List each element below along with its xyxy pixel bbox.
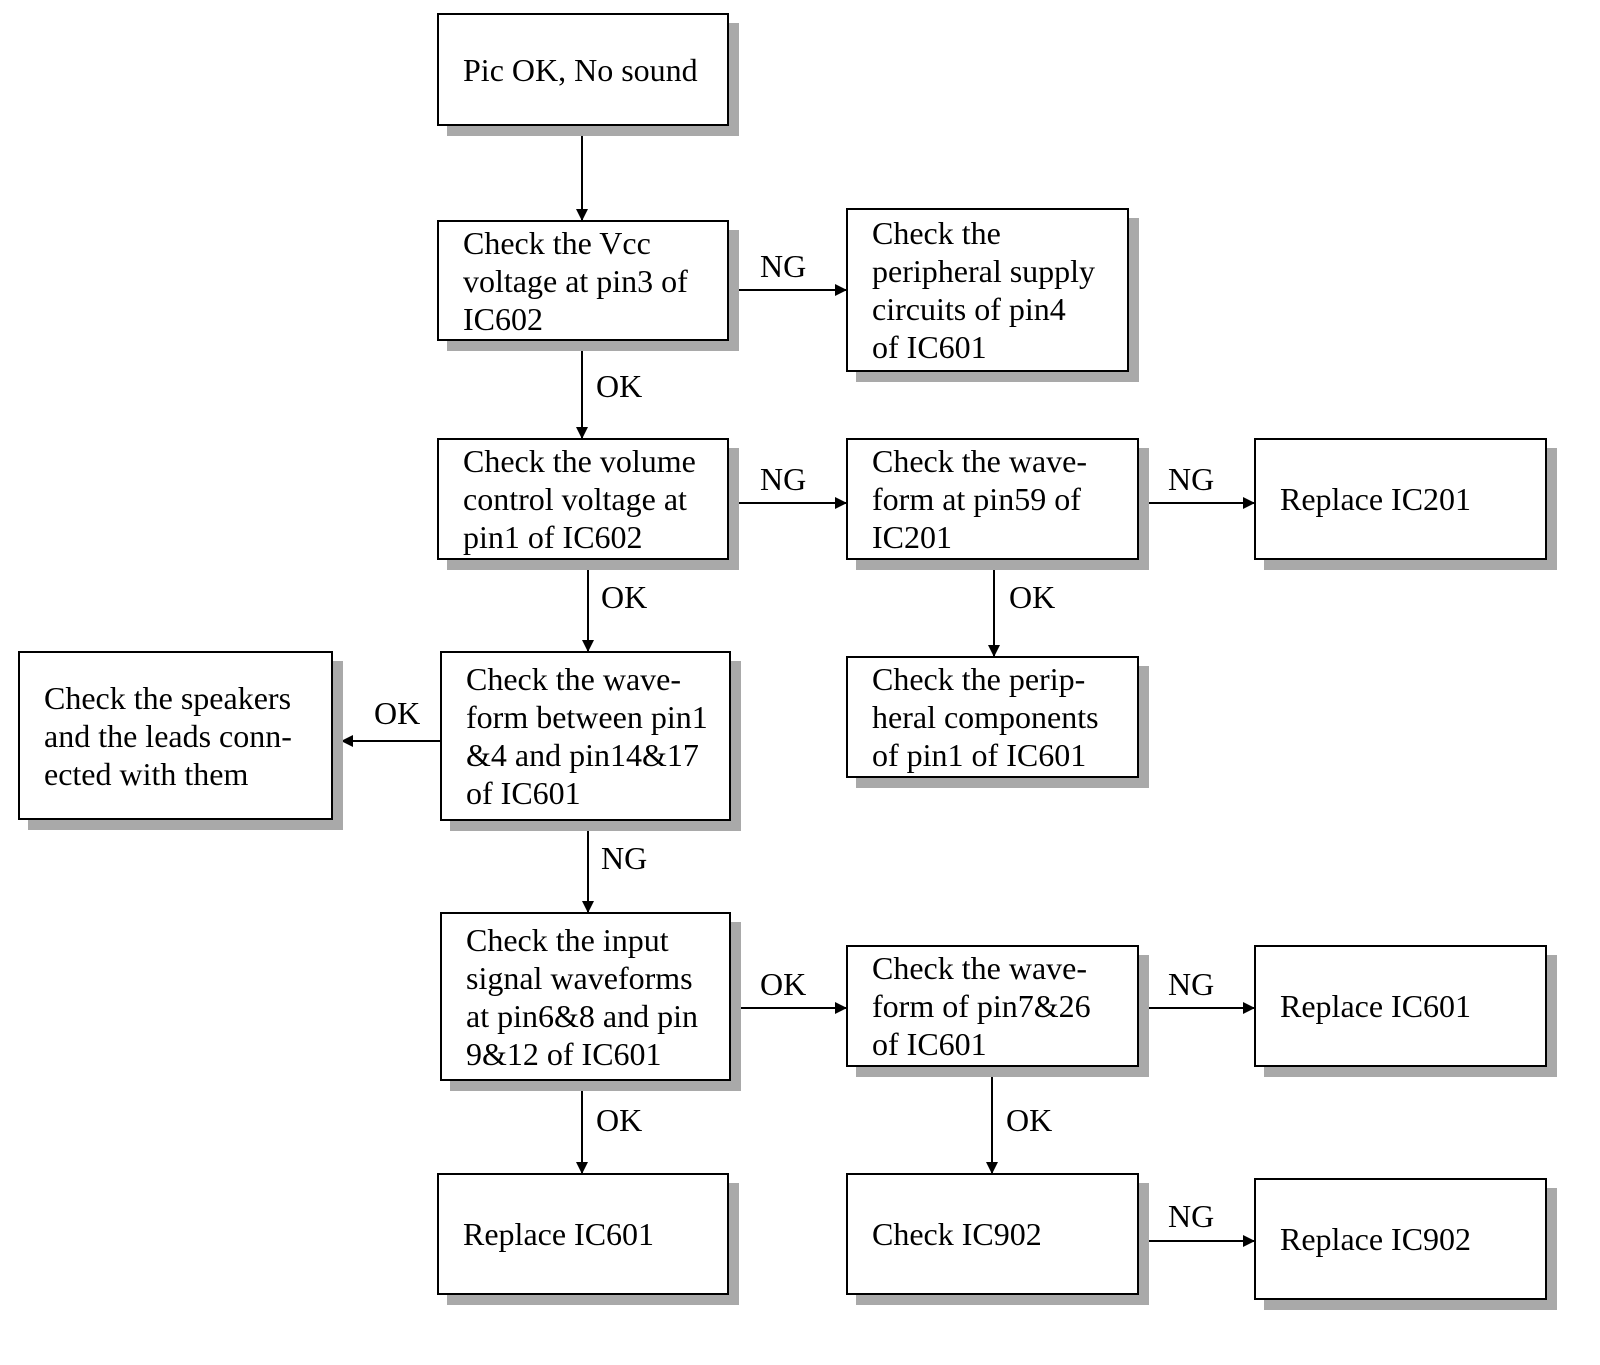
node-check-input: Check the input signal waveforms at pin6… bbox=[440, 912, 731, 1081]
node-check-vcc: Check the Vcc voltage at pin3 of IC602 bbox=[437, 220, 729, 341]
node-check-supply: Check the peripheral supply circuits of … bbox=[846, 208, 1129, 372]
node-check-speakers: Check the speakers and the leads conn- e… bbox=[18, 651, 333, 820]
label-input-replace601: OK bbox=[596, 1102, 643, 1138]
node-check-periph1: Check the perip- heral components of pin… bbox=[846, 656, 1139, 778]
label-wave14-speakers: OK bbox=[374, 695, 421, 731]
label-vcc-supply: NG bbox=[760, 248, 807, 284]
label-ic902-replace902: NG bbox=[1168, 1198, 1215, 1234]
label-wave59-replace201: NG bbox=[1168, 461, 1215, 497]
label-wave7-ic902: OK bbox=[1006, 1102, 1053, 1138]
node-replace-ic902: Replace IC902 bbox=[1254, 1178, 1547, 1300]
node-check-wave59: Check the wave- form at pin59 of IC201 bbox=[846, 438, 1139, 560]
label-wave14-input: NG bbox=[601, 840, 648, 876]
label-vcc-volume: OK bbox=[596, 368, 643, 404]
label-volume-wave59: NG bbox=[760, 461, 807, 497]
label-wave59-periph1: OK bbox=[1009, 579, 1056, 615]
node-check-volume: Check the volume control voltage at pin1… bbox=[437, 438, 729, 560]
node-replace-ic601: Replace IC601 bbox=[437, 1173, 729, 1295]
node-replace-ic601-right: Replace IC601 bbox=[1254, 945, 1547, 1067]
node-start: Pic OK, No sound bbox=[437, 13, 729, 126]
node-check-wave14: Check the wave- form between pin1 &4 and… bbox=[440, 651, 731, 821]
label-volume-wave14: OK bbox=[601, 579, 648, 615]
node-check-wave7: Check the wave- form of pin7&26 of IC601 bbox=[846, 945, 1139, 1067]
label-wave7-replace601b: NG bbox=[1168, 966, 1215, 1002]
node-replace-ic201: Replace IC201 bbox=[1254, 438, 1547, 560]
node-check-ic902: Check IC902 bbox=[846, 1173, 1139, 1295]
label-input-wave7: OK bbox=[760, 966, 807, 1002]
